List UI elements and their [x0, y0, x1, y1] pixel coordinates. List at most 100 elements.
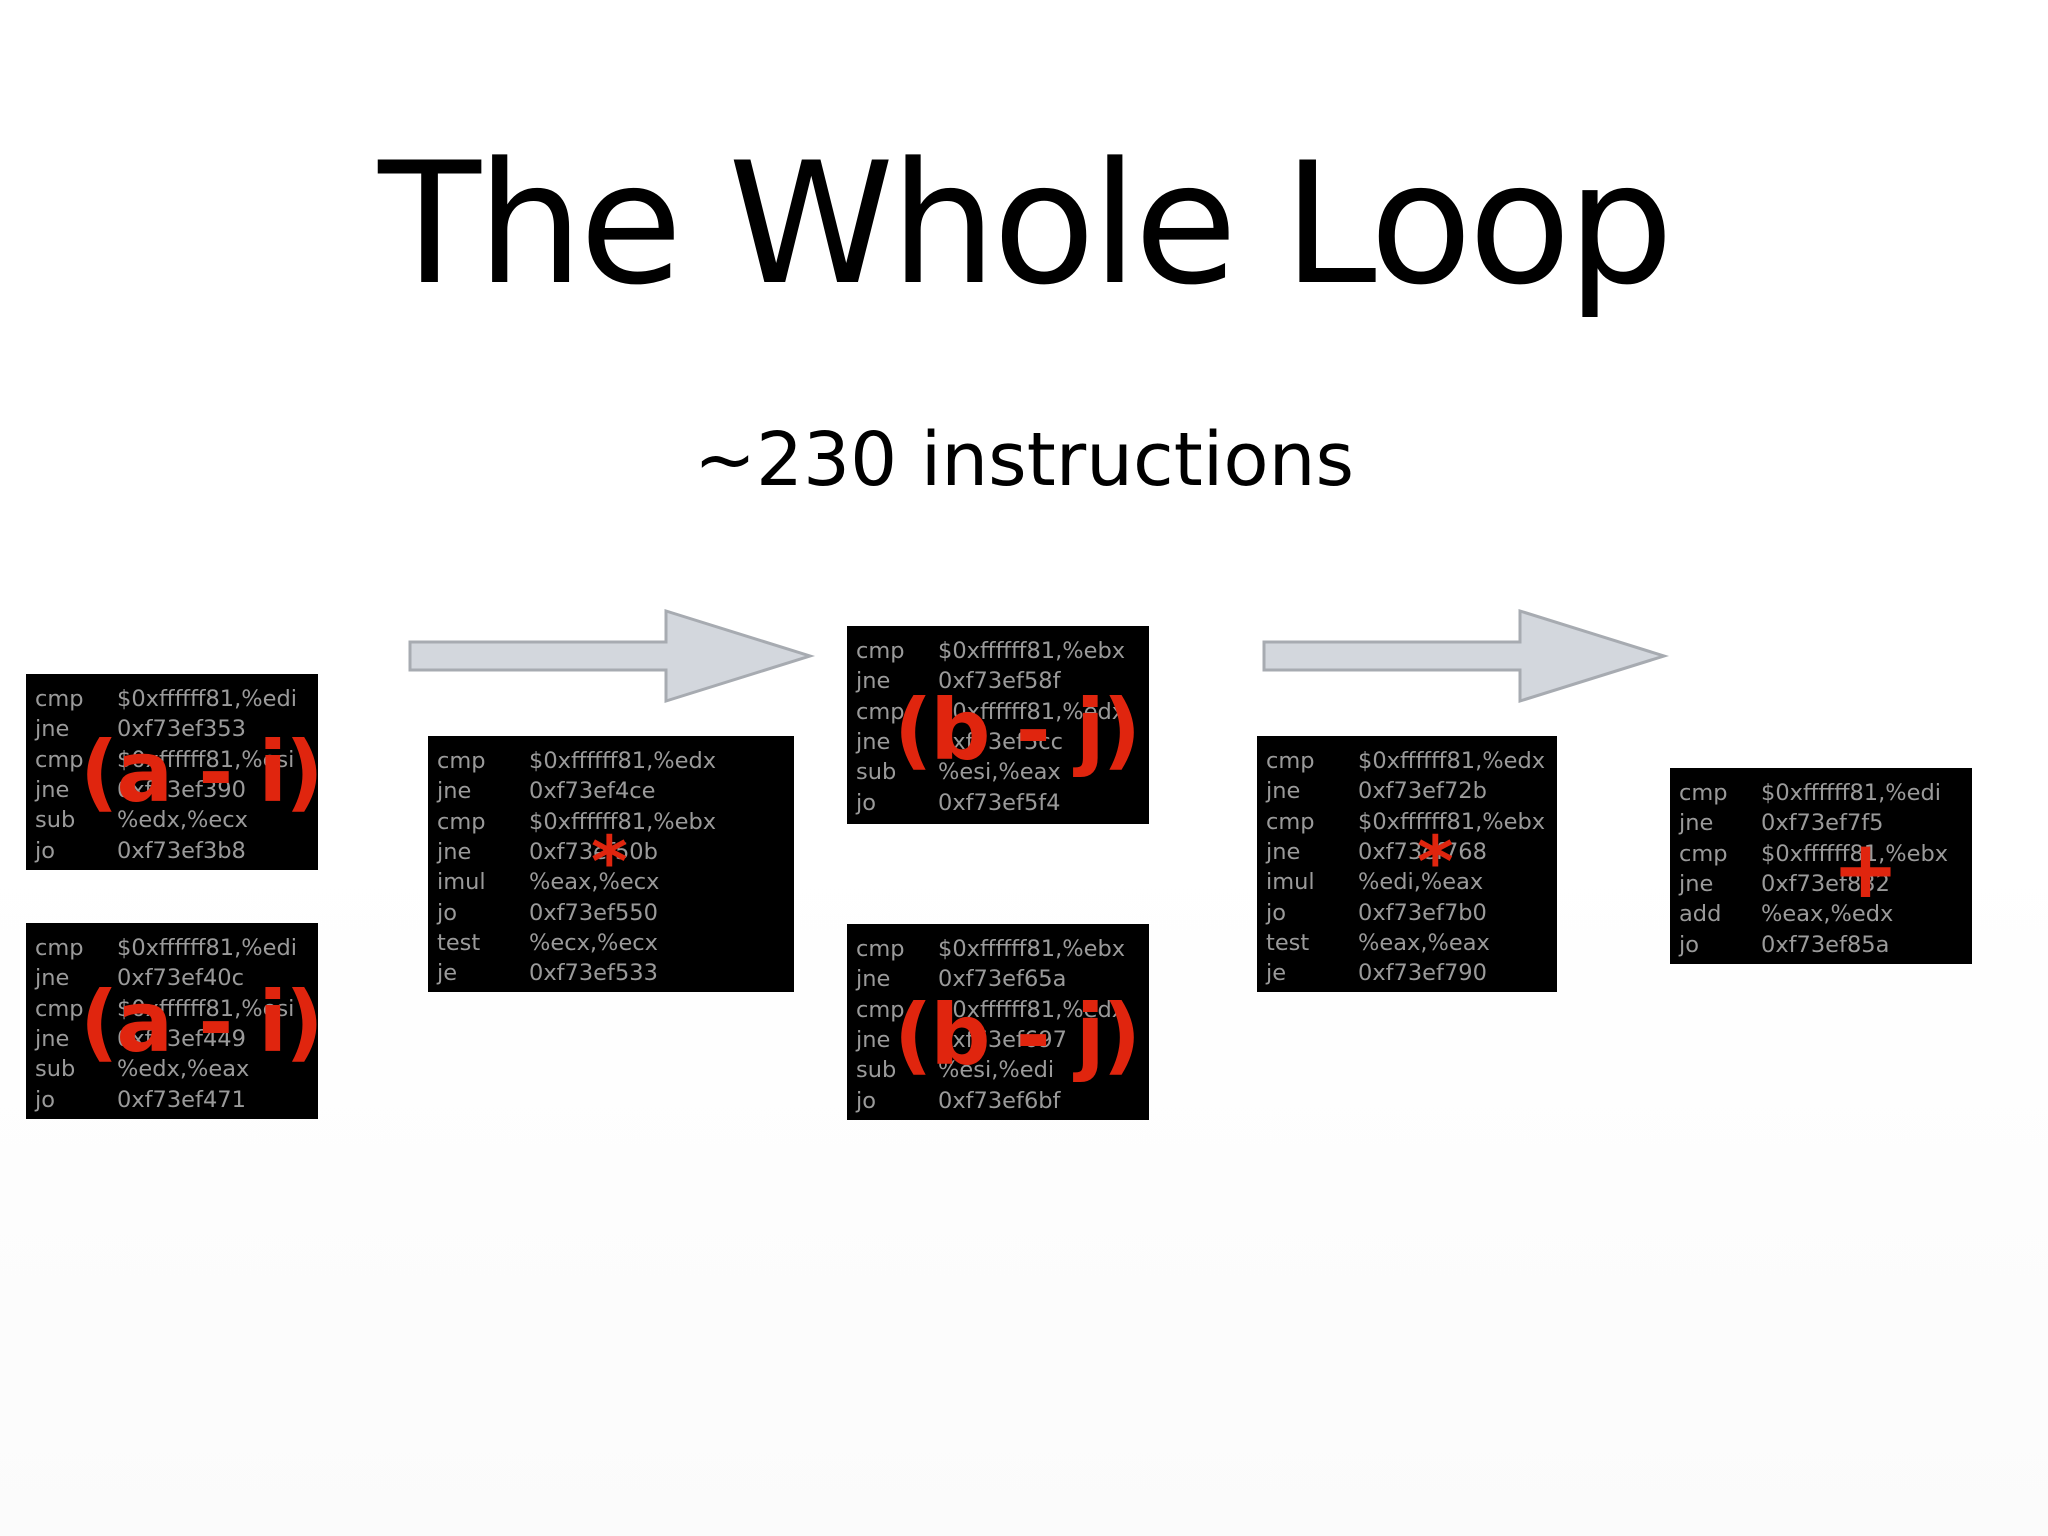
opcode: cmp [856, 638, 905, 665]
operand: 0xf73ef390 [117, 777, 246, 804]
opcode: cmp [856, 698, 905, 725]
operand: 0xf73ef832 [1761, 871, 1890, 898]
opcode: sub [856, 759, 897, 786]
opcode: jne [437, 839, 472, 866]
opcode: cmp [1679, 780, 1728, 807]
operand: 0xf73ef5cc [938, 729, 1064, 756]
operand: 0xf73ef72b [1358, 778, 1487, 805]
code-line: cmp $0xffffff81,%ebx [856, 934, 1149, 964]
code-line: cmp$0xffffff81,%ebx [437, 807, 794, 837]
code-line: sub%edx,%eax [35, 1054, 318, 1084]
code-line: jne 0xf73ef449 [35, 1024, 318, 1054]
operand: $0xffffff81,%ebx [938, 936, 1126, 963]
code-line: jne 0xf73ef58f [856, 666, 1149, 696]
opcode: cmp [35, 746, 84, 773]
opcode: jne [856, 966, 891, 993]
operand: %edx,%ecx [117, 807, 248, 834]
opcode: cmp [1679, 840, 1728, 867]
operand: 0xf73ef7f5 [1761, 810, 1884, 837]
code-line: je 0xf73ef790 [1266, 958, 1557, 988]
code-line: cmp$0xffffff81,%edi [1679, 778, 1972, 808]
operand: $0xffffff81,%ebx [938, 638, 1126, 665]
overlay-label: (b - j) [894, 681, 1141, 779]
code-line: cmp $0xffffff81,%ebx [856, 636, 1149, 666]
opcode: test [437, 929, 481, 956]
opcode: jne [1679, 810, 1714, 837]
opcode: sub [35, 1056, 76, 1083]
operand: 0xf73ef697 [938, 1027, 1067, 1054]
opcode: imul [437, 869, 486, 896]
code-line: cmp $0xffffff81,%edi [35, 933, 318, 963]
opcode: cmp [35, 686, 84, 713]
operand: 0xf73ef471 [117, 1086, 246, 1113]
operand: 0xf73ef58f [938, 668, 1061, 695]
opcode: sub [35, 807, 76, 834]
opcode: jne [35, 1026, 70, 1053]
opcode: je [1266, 960, 1287, 987]
operand: 0xf73ef7b0 [1358, 899, 1487, 926]
operand: $0xffffff81,%edi [117, 935, 297, 962]
operand: 0xf73ef6bf [938, 1087, 1061, 1114]
code-line: cmp $0xffffff81,%esi [35, 994, 318, 1024]
slide-title: The Whole Loop [378, 126, 1674, 322]
opcode: jo [437, 899, 458, 926]
code-line: imul %edi,%eax [1266, 867, 1557, 897]
code-line: sub%esi,%edi [856, 1055, 1149, 1085]
opcode: cmp [856, 936, 905, 963]
operand: %ecx,%ecx [529, 929, 658, 956]
operand: 0xf73ef5f4 [938, 789, 1061, 816]
code-line: cmp$0xffffff81,%edx [856, 697, 1149, 727]
code-line: imul%eax,%ecx [437, 867, 794, 897]
opcode: cmp [35, 995, 84, 1022]
operand: $0xffffff81,%edx [938, 996, 1126, 1023]
opcode: jne [1266, 839, 1301, 866]
opcode: test [1266, 929, 1310, 956]
operand: 0xf73ef790 [1358, 960, 1487, 987]
opcode: cmp [35, 935, 84, 962]
operand: $0xffffff81,%edx [529, 748, 717, 775]
opcode: sub [856, 1057, 897, 1084]
code-line: cmp$0xffffff81,%ebx [1266, 807, 1557, 837]
opcode: jo [1266, 899, 1287, 926]
overlay-label: (a - i) [80, 973, 324, 1071]
opcode: cmp [437, 748, 486, 775]
operand: $0xffffff81,%ebx [529, 808, 717, 835]
operand: %edi,%eax [1358, 869, 1484, 896]
slide-subtitle: ~230 instructions [693, 417, 1355, 503]
overlay-label: (b - j) [894, 986, 1141, 1084]
operand: $0xffffff81,%esi [117, 995, 295, 1022]
operand: %esi,%eax [938, 759, 1061, 786]
overlay-label: * [1417, 821, 1454, 903]
opcode: add [1679, 901, 1722, 928]
code-line: cmp $0xffffff81,%edx [437, 746, 794, 776]
code-line: sub %edx,%ecx [35, 805, 318, 835]
code-line: cmp$0xffffff81,%edx [856, 995, 1149, 1025]
code-line: jo 0xf73ef7b0 [1266, 897, 1557, 927]
operand: %eax,%eax [1358, 929, 1490, 956]
operand: 0xf73ef449 [117, 1026, 246, 1053]
code-line: cmp$0xffffff81,%edi [35, 684, 318, 714]
code-line: cmp$0xffffff81,%esi [35, 745, 318, 775]
code-line: sub %esi,%eax [856, 757, 1149, 787]
overlay-label: (a - i) [80, 723, 324, 821]
opcode: imul [1266, 869, 1315, 896]
code-line: add%eax,%edx [1679, 899, 1972, 929]
code-line: jne 0xf73ef7f5 [1679, 808, 1972, 838]
operand: 0xf73ef533 [529, 960, 658, 987]
opcode: jne [856, 668, 891, 695]
opcode: cmp [1266, 808, 1315, 835]
